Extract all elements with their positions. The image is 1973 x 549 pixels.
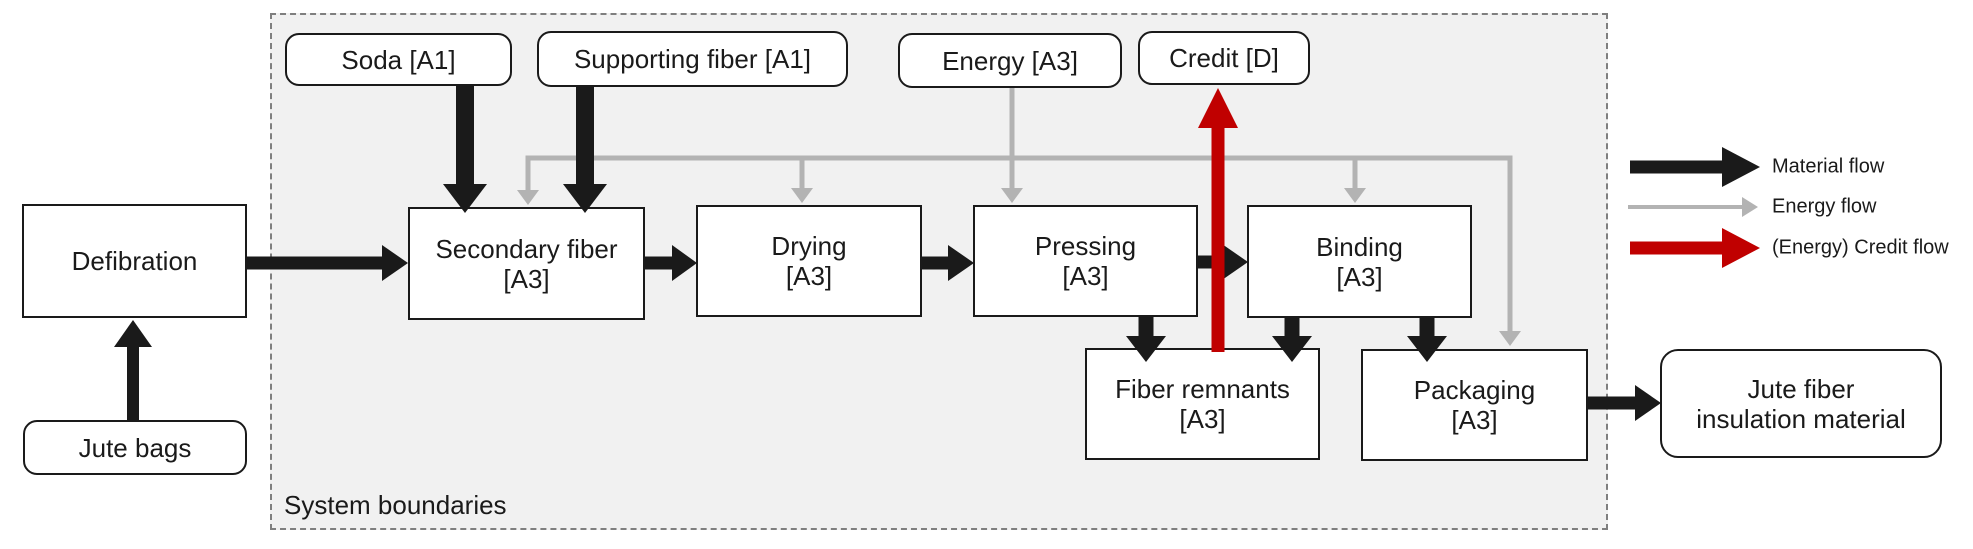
- node-packaging-line2: [A3]: [1451, 405, 1498, 435]
- node-pressing: Pressing [A3]: [973, 205, 1198, 317]
- node-supporting-fiber-label: Supporting fiber [A1]: [573, 44, 812, 74]
- node-energy: Energy [A3]: [898, 33, 1122, 88]
- node-soda-label: Soda [A1]: [341, 44, 456, 75]
- node-supporting-fiber: Supporting fiber [A1]: [537, 31, 848, 87]
- legend-credit-flow-label: (Energy) Credit flow: [1772, 236, 1949, 259]
- node-packaging-line1: Packaging: [1413, 375, 1536, 405]
- node-fiber-remnants-line2: [A3]: [1179, 404, 1226, 434]
- node-jute-bags: Jute bags: [23, 420, 247, 475]
- node-drying: Drying [A3]: [696, 205, 922, 317]
- node-pressing-line1: Pressing: [1034, 231, 1137, 261]
- node-pressing-line2: [A3]: [1062, 261, 1109, 291]
- arrow-packaging-to-output-head-icon: [1635, 385, 1661, 421]
- node-secondary-fiber-line2: [A3]: [503, 263, 550, 294]
- node-defibration-label: Defibration: [71, 246, 198, 276]
- node-binding: Binding [A3]: [1247, 205, 1472, 318]
- node-output-line2: insulation material: [1696, 403, 1906, 434]
- legend-material-flow-label: Material flow: [1772, 155, 1885, 178]
- node-binding-line2: [A3]: [1336, 261, 1383, 292]
- node-fiber-remnants: Fiber remnants [A3]: [1085, 348, 1320, 460]
- arrow-jute-bags-to-defibration-head-icon: [114, 320, 152, 347]
- node-jute-bags-label: Jute bags: [78, 432, 192, 463]
- node-soda: Soda [A1]: [285, 33, 512, 86]
- node-jute-fiber-insulation-material: Jute fiber insulation material: [1660, 349, 1942, 458]
- node-packaging: Packaging [A3]: [1361, 349, 1588, 461]
- node-drying-line1: Drying: [771, 231, 847, 261]
- node-credit-label: Credit [D]: [1169, 43, 1279, 73]
- node-credit: Credit [D]: [1138, 31, 1310, 85]
- node-secondary-fiber: Secondary fiber [A3]: [408, 207, 645, 320]
- legend-energy-flow-arrowhead-icon: [1742, 197, 1758, 217]
- legend-credit-flow-arrowhead-icon: [1722, 228, 1760, 268]
- legend-energy-flow-label: Energy flow: [1772, 195, 1877, 218]
- node-drying-line2: [A3]: [785, 261, 833, 291]
- node-output-line1: Jute fiber: [1747, 373, 1855, 404]
- node-fiber-remnants-line1: Fiber remnants: [1115, 374, 1290, 404]
- node-energy-label: Energy [A3]: [942, 45, 1078, 76]
- node-binding-line1: Binding: [1316, 231, 1403, 262]
- legend-material-flow-arrowhead-icon: [1722, 147, 1760, 187]
- system-boundary-label: System boundaries: [284, 490, 507, 520]
- node-defibration: Defibration: [22, 204, 247, 318]
- node-secondary-fiber-line1: Secondary fiber: [435, 233, 618, 264]
